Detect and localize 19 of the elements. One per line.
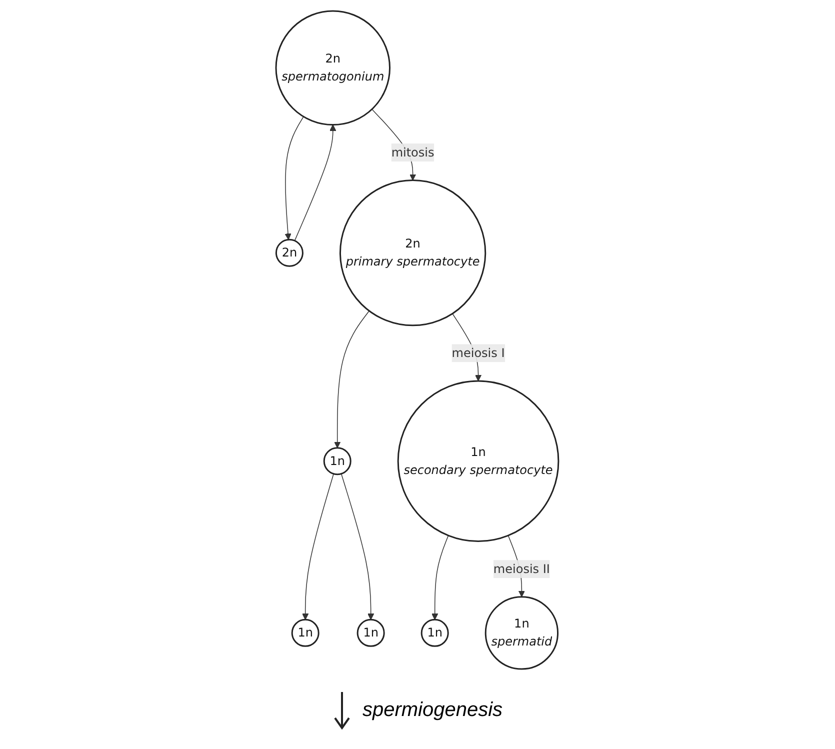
process-note: spermiogenesis bbox=[362, 698, 503, 722]
arrow bbox=[285, 116, 304, 240]
edge-label: mitosis bbox=[392, 145, 435, 160]
arrow bbox=[432, 535, 449, 620]
node-circle: 1n spermatid bbox=[485, 596, 559, 670]
node-circle: 1n bbox=[357, 618, 386, 647]
arrow bbox=[294, 124, 336, 242]
node-circle: 2n spermatogonium bbox=[276, 10, 391, 126]
arrow bbox=[334, 310, 370, 448]
edge-label: meiosis I bbox=[452, 346, 506, 360]
edge-label: meiosis II bbox=[494, 562, 550, 576]
node-circle: 1n bbox=[324, 447, 352, 476]
node-circle: 2n primary spermatocyte bbox=[340, 180, 486, 326]
node-circle: 1n secondary spermatocyte bbox=[398, 380, 560, 542]
arrow bbox=[341, 473, 374, 620]
node-circle: 1n bbox=[292, 618, 320, 647]
node-circle: 2n bbox=[276, 238, 304, 267]
arrow bbox=[302, 473, 334, 620]
node-circle: 1n bbox=[421, 618, 450, 647]
